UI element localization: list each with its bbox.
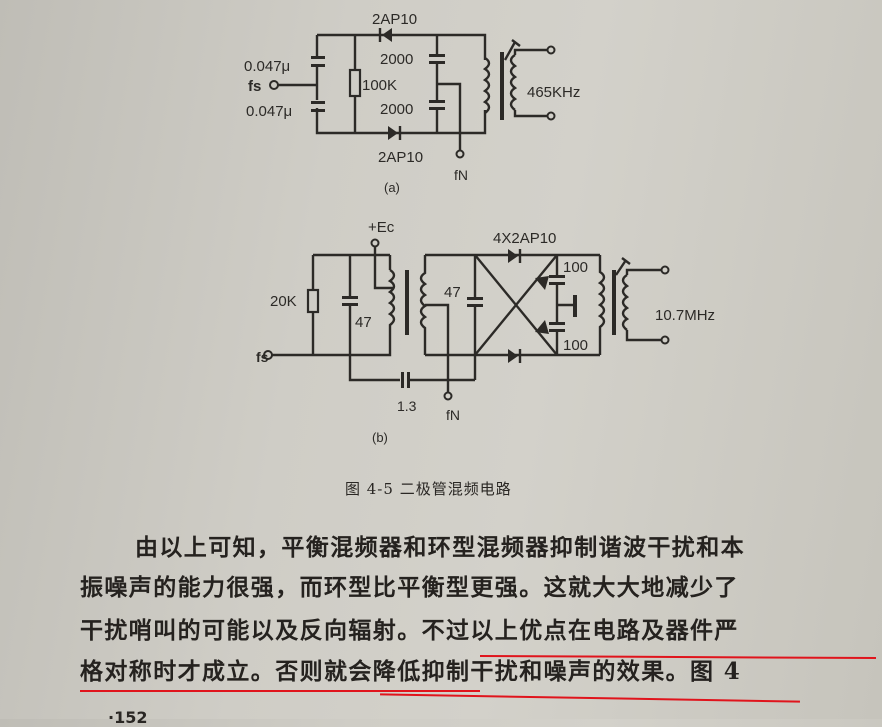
label-diode-top: 2AP10 bbox=[372, 11, 417, 28]
diode-icon bbox=[508, 349, 518, 363]
coil-icon bbox=[597, 255, 606, 355]
label-cap-right-bottom: 2000 bbox=[380, 101, 413, 118]
label-noise-terminal: fN bbox=[454, 167, 468, 183]
label-cap-top: 100 bbox=[563, 259, 588, 276]
diode-icon bbox=[382, 28, 392, 42]
body-line-2: 振噪声的能力很强，而环型比平衡型更强。这就大大地减少了 bbox=[80, 574, 739, 601]
page-number: ·152 bbox=[108, 708, 148, 727]
label-sub-b: (b) bbox=[372, 430, 388, 445]
resistor-icon bbox=[348, 68, 362, 98]
diode-icon bbox=[535, 320, 549, 334]
label-input-fs: fs bbox=[248, 78, 261, 95]
label-cap-left-top: 0.047μ bbox=[244, 58, 290, 75]
coil-icon bbox=[387, 268, 396, 340]
label-diodes: 4X2AP10 bbox=[493, 230, 556, 247]
label-cap-left-bottom: 0.047μ bbox=[246, 103, 292, 120]
label-resistor: 20K bbox=[270, 293, 297, 310]
label-resistor: 100K bbox=[362, 77, 397, 94]
label-supply: +Ec bbox=[368, 219, 395, 236]
diode-icon bbox=[535, 276, 549, 290]
label-output-freq: 10.7MHz bbox=[655, 307, 715, 324]
label-diode-bottom: 2AP10 bbox=[378, 149, 423, 166]
figure-caption: 图 4-5 二极管混频电路 bbox=[345, 480, 512, 498]
body-line-4: 格对称时才成立。否则就会降低抑制干扰和噪声的效果。图 4 bbox=[80, 658, 742, 685]
resistor-icon bbox=[306, 288, 320, 314]
circuit-diagrams: 2AP10 0.047μ fs 0.047μ 100K 2000 2000 46… bbox=[244, 11, 715, 445]
coil-icon bbox=[482, 56, 491, 114]
red-underline bbox=[80, 690, 480, 692]
label-sub-a: (a) bbox=[384, 180, 400, 195]
label-cap-bottom: 100 bbox=[563, 337, 588, 354]
label-noise-terminal: fN bbox=[446, 407, 460, 423]
diode-icon bbox=[508, 249, 518, 263]
label-cap-in: 47 bbox=[355, 314, 372, 331]
body-line-3: 干扰哨叫的可能以及反向辐射。不过以上优点在电路及器件严 bbox=[80, 617, 739, 644]
circuit-b: +Ec 4X2AP10 20K 47 47 100 100 1.3 fs fN … bbox=[256, 219, 715, 445]
body-line-1: 由以上可知，平衡混频器和环型混频器抑制谐波干扰和本 bbox=[135, 534, 745, 561]
diode-icon bbox=[388, 126, 398, 140]
label-cap-mid: 47 bbox=[444, 284, 461, 301]
circuit-a: 2AP10 0.047μ fs 0.047μ 100K 2000 2000 46… bbox=[244, 11, 580, 195]
label-output-freq: 465KHz bbox=[527, 84, 580, 101]
label-input-fs: fs bbox=[256, 349, 269, 365]
label-cap-coupling: 1.3 bbox=[397, 398, 417, 414]
red-underline bbox=[380, 693, 800, 703]
label-cap-right-top: 2000 bbox=[380, 51, 413, 68]
